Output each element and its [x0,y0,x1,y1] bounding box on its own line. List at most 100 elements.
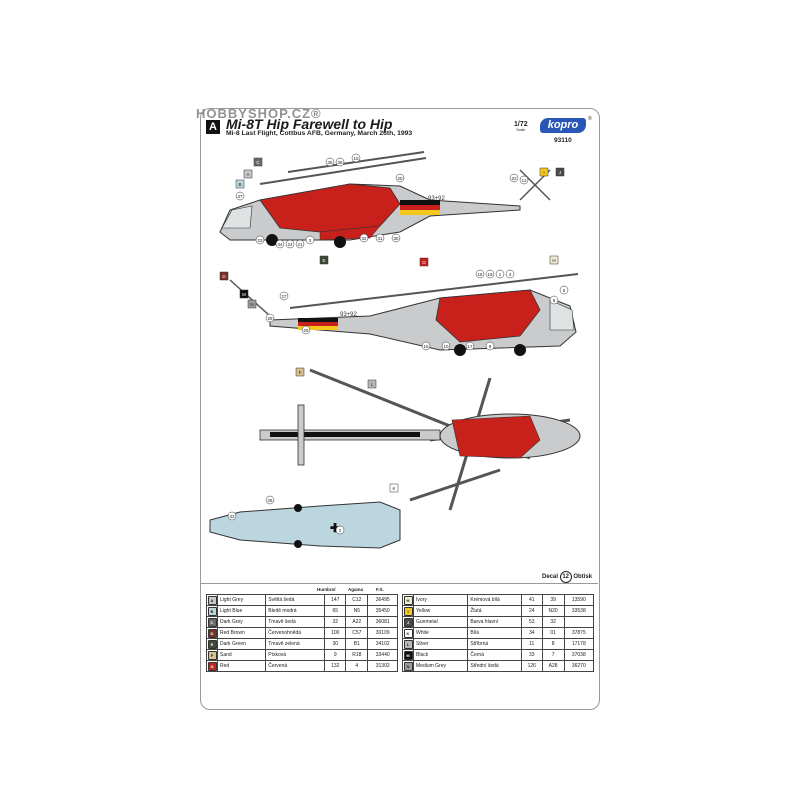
scale-value: 1/72 [514,121,528,128]
callout-number-11: 11 [519,175,529,185]
paint-name: Sand [216,649,267,661]
red-panel [435,289,541,343]
fs-code [563,616,595,628]
cross-marking: ✚ [330,521,340,535]
svg-text:11: 11 [522,178,527,183]
callout-number-23: 23 [255,235,265,245]
color-swatch: I [403,606,413,616]
svg-text:L: L [371,382,374,387]
callout-letter-m: M [239,289,249,299]
humbrol-code: 65 [324,605,347,617]
color-swatch: N [403,661,413,671]
callout-number-31: 31 [375,233,385,243]
svg-text:21: 21 [297,242,303,247]
wheel [514,344,526,356]
svg-text:5: 5 [563,288,566,293]
svg-text:20: 20 [397,176,403,181]
color-swatch: C [207,617,217,627]
humbrol-code: 53 [520,616,543,628]
svg-text:24: 24 [287,242,293,247]
humbrol-code: 34 [520,627,543,639]
callout-letter-g: G [419,257,429,267]
fs-code: 33440 [367,649,398,661]
swatch-cell: M [402,649,414,661]
agama-code: 01 [541,627,565,639]
callout-number-8: 8 [549,295,559,305]
callout-letter-e: E [319,255,329,265]
svg-text:D: D [222,274,226,279]
agama-code: 4 [345,660,369,672]
callout-number-30: 30 [391,233,401,243]
svg-text:E: E [322,258,325,263]
svg-text:19: 19 [487,272,493,277]
registered-mark: ® [588,116,592,122]
callout-number-10: 10 [441,341,451,351]
flag-gold [400,210,440,215]
paint-name: Red [216,660,267,672]
color-swatch: M [403,650,413,660]
humbrol-code: 30 [324,638,347,650]
swatch-cell: D [206,627,218,639]
paint-name-czech: Červená [265,660,326,672]
humbrol-code: 32 [324,616,347,628]
main-rotor-blade [289,273,579,309]
brand-logo: kopro [540,118,586,133]
paint-name-czech: Černá [467,649,522,661]
callout-letter-c: C [253,157,263,167]
swatch-cell: J [402,616,414,628]
agama-code: 8 [541,638,565,650]
callout-number-24: 24 [285,239,295,249]
paint-name-czech: Červenohnědá [265,627,326,639]
humbrol-code: 33 [520,649,543,661]
callout-number-19: 19 [485,269,495,279]
paint-name: Red Brown [216,627,267,639]
callout-letter-h: H [549,255,559,265]
paint-name: Light Grey [216,594,267,606]
callout-number-21: 21 [295,239,305,249]
paint-name-czech: Stříbrná [467,638,522,650]
callout-number-3: 3 [305,235,315,245]
agama-code: N20 [541,605,565,617]
page-title: Mi-8T Hip Farewell to Hip [226,116,393,132]
svg-text:18: 18 [477,272,483,277]
callout-letter-a: A [243,169,253,179]
svg-text:16: 16 [423,344,429,349]
humbrol-code: 132 [324,660,347,672]
agama-code: N5 [345,605,369,617]
paint-name: Light Blue [216,605,267,617]
svg-text:G: G [422,260,426,265]
callout-number-16: 16 [421,341,431,351]
callout-number-35: 35 [325,157,335,167]
paint-name: Gunmetal [412,616,469,628]
callout-number-26: 26 [265,495,275,505]
watermark: HOBBYSHOP.CZ® [196,106,322,121]
decal-label: Decal [542,574,559,580]
agama-code: 32 [541,616,565,628]
svg-text:32: 32 [361,236,367,241]
header-fs: F.S. [376,587,384,592]
side-view-left: 93+92 [219,151,551,248]
color-swatch: A [207,595,217,605]
decal-suffix: Obtisk [573,574,593,580]
red-panel [451,415,541,459]
swatch-cell: B [206,605,218,617]
agama-code: 7 [541,649,565,661]
svg-text:27: 27 [281,294,287,299]
color-swatch: B [207,606,217,616]
svg-text:35: 35 [327,160,333,165]
svg-text:29: 29 [303,328,309,333]
svg-text:28: 28 [267,316,273,321]
callout-number-22: 22 [509,173,519,183]
flag-black [400,200,440,205]
color-swatch: F [207,650,217,660]
cockpit-glazing [221,205,253,229]
